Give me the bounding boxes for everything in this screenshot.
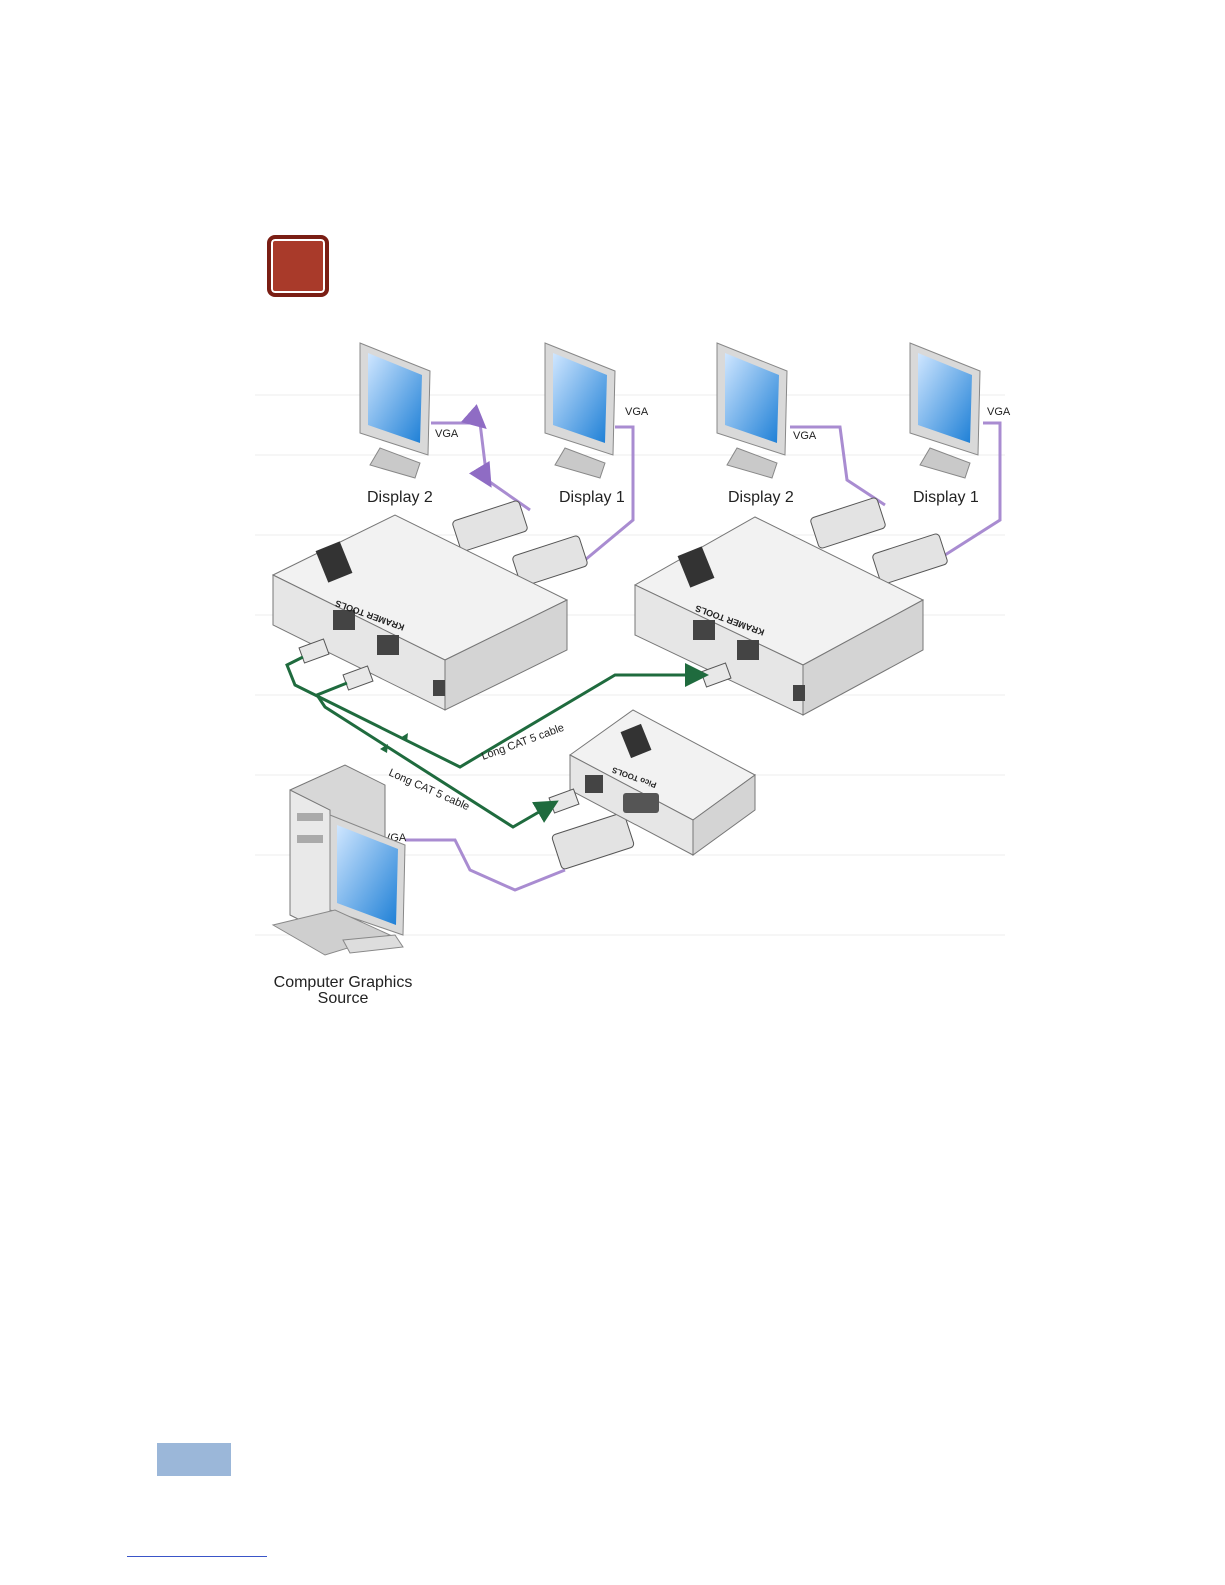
cable-label: VGA — [987, 406, 1011, 418]
display-label: Display 1 — [559, 489, 625, 506]
display-monitor — [910, 343, 980, 478]
warning-icon — [268, 236, 328, 296]
cable-label: VGA — [435, 428, 459, 440]
display-monitor — [717, 343, 787, 478]
cable-label: VGA — [625, 406, 649, 418]
display-label: Display 2 — [367, 489, 433, 506]
display-label: Display 1 — [913, 489, 979, 506]
connection-diagram: Display 2 Display 1 Display 2 Display 1 … — [255, 335, 1015, 1015]
receiver-unit: KRAMER TOOLS — [273, 515, 567, 710]
display-monitor — [545, 343, 615, 478]
display-monitor — [360, 343, 430, 478]
receiver-unit: KRAMER TOOLS — [635, 517, 923, 715]
source-label: Computer Graphics — [274, 974, 413, 991]
cable-label: Long CAT 5 cable — [480, 722, 566, 763]
source-label: Source — [318, 990, 369, 1007]
computer-icon — [273, 765, 405, 955]
footer-rule — [127, 1556, 267, 1557]
cable-label: VGA — [793, 430, 817, 442]
page-number-tab — [157, 1443, 231, 1476]
display-label: Display 2 — [728, 489, 794, 506]
